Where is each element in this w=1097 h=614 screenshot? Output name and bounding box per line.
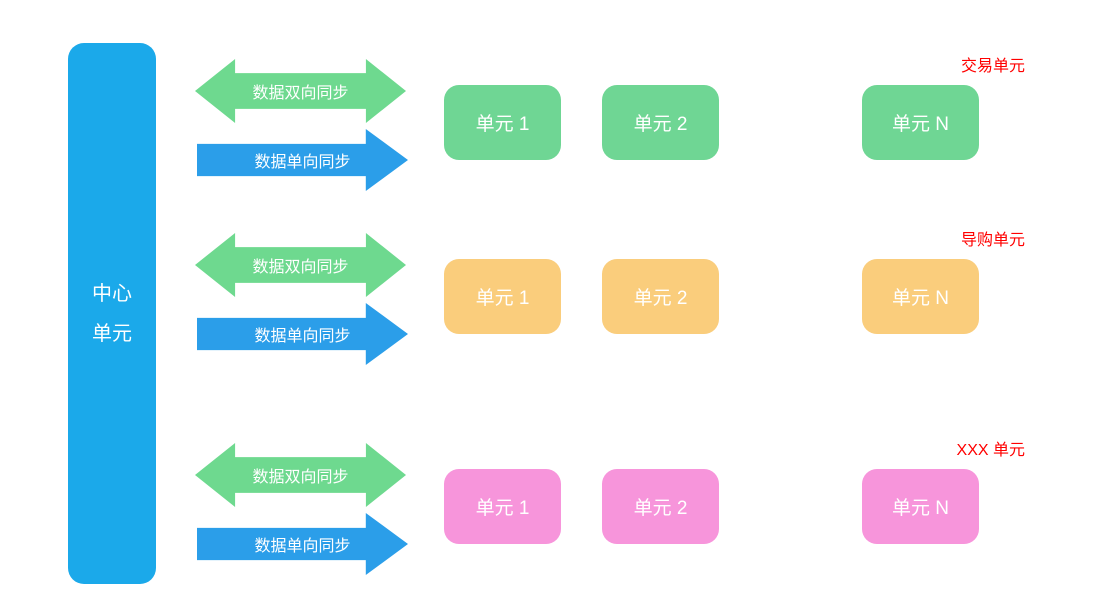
unit-row-trading: 数据双向同步 数据单向同步 单元 1 单元 2 单元 N 交易单元 [0, 58, 1097, 209]
unit-box-label: 单元 2 [633, 288, 688, 309]
unit-box-2: 单元 2 [602, 85, 719, 160]
unidirectional-sync-arrow: 数据单向同步 [197, 303, 408, 365]
unit-box-label: 单元 1 [475, 498, 530, 519]
unit-box-1: 单元 1 [444, 85, 561, 160]
center-unit-label-line1: 中心 [92, 282, 132, 305]
group-label-guide: 导购单元 [960, 232, 1025, 249]
center-unit-box: 中心 单元 [68, 43, 156, 584]
bidirectional-sync-label: 数据双向同步 [252, 85, 349, 102]
bidirectional-sync-label: 数据双向同步 [252, 259, 349, 276]
unit-box-n: 单元 N [862, 259, 979, 334]
unidirectional-sync-arrow: 数据单向同步 [197, 513, 408, 575]
unit-box-1: 单元 1 [444, 469, 561, 544]
group-label-xxx: XXX 单元 [956, 442, 1025, 459]
unidirectional-sync-arrow: 数据单向同步 [197, 129, 408, 191]
unit-box-label: 单元 2 [633, 498, 688, 519]
bidirectional-sync-arrow: 数据双向同步 [195, 233, 406, 297]
unit-box-label: 单元 2 [633, 114, 688, 135]
bidirectional-sync-arrow: 数据双向同步 [195, 443, 406, 507]
unit-box-2: 单元 2 [602, 469, 719, 544]
center-unit-label-line2: 单元 [92, 322, 132, 345]
bidirectional-sync-arrow: 数据双向同步 [195, 59, 406, 123]
unit-box-label: 单元 N [891, 288, 949, 309]
unidirectional-sync-label: 数据单向同步 [254, 328, 351, 345]
unidirectional-sync-label: 数据单向同步 [254, 538, 351, 555]
unit-box-label: 单元 N [891, 498, 949, 519]
unit-box-label: 单元 1 [475, 114, 530, 135]
unit-box-2: 单元 2 [602, 259, 719, 334]
unit-row-guide: 数据双向同步 数据单向同步 单元 1 单元 2 单元 N 导购单元 [0, 232, 1097, 383]
unit-box-n: 单元 N [862, 469, 979, 544]
unit-row-xxx: 数据双向同步 数据单向同步 单元 1 单元 2 单元 N XXX 单元 [0, 442, 1097, 593]
unit-box-1: 单元 1 [444, 259, 561, 334]
bidirectional-sync-label: 数据双向同步 [252, 469, 349, 486]
unit-box-n: 单元 N [862, 85, 979, 160]
unit-box-label: 单元 1 [475, 288, 530, 309]
group-label-trading: 交易单元 [960, 58, 1025, 75]
unit-box-label: 单元 N [891, 114, 949, 135]
unidirectional-sync-label: 数据单向同步 [254, 154, 351, 171]
